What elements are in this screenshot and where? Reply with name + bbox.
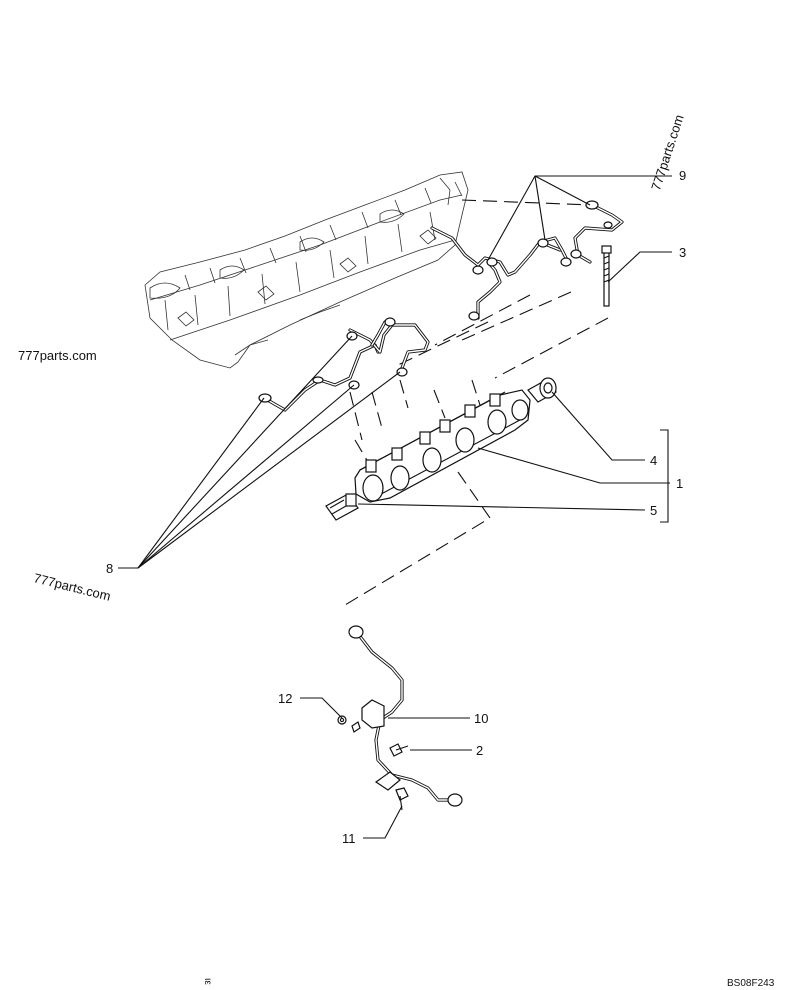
pressure-relief-valve [527,377,557,403]
engine-cylinder-head [144,171,469,369]
callout-12: 12 [278,691,293,706]
drawing-code: BS08F243 [727,978,775,989]
page-mark: ιε [201,978,213,985]
small-hardware [337,715,409,811]
callout-9: 9 [679,168,687,183]
dashed-alignment-lines [344,199,609,606]
pipe-fittings [258,200,613,403]
common-rail [354,389,531,503]
callout-11: 11 [342,831,356,846]
feed-pipe [348,625,463,807]
watermark-left: 777parts.com [18,348,97,363]
callout-8: 8 [106,561,114,576]
callout-4: 4 [650,453,658,468]
callout-2: 2 [476,743,484,758]
callout-5: 5 [650,503,658,518]
stud [601,245,612,307]
injector-pipes [262,203,624,412]
callout-3: 3 [679,245,687,260]
callout-leaders [118,175,672,839]
callout-1: 1 [676,476,684,491]
pressure-sensor [325,493,359,521]
callout-10: 10 [474,711,489,726]
